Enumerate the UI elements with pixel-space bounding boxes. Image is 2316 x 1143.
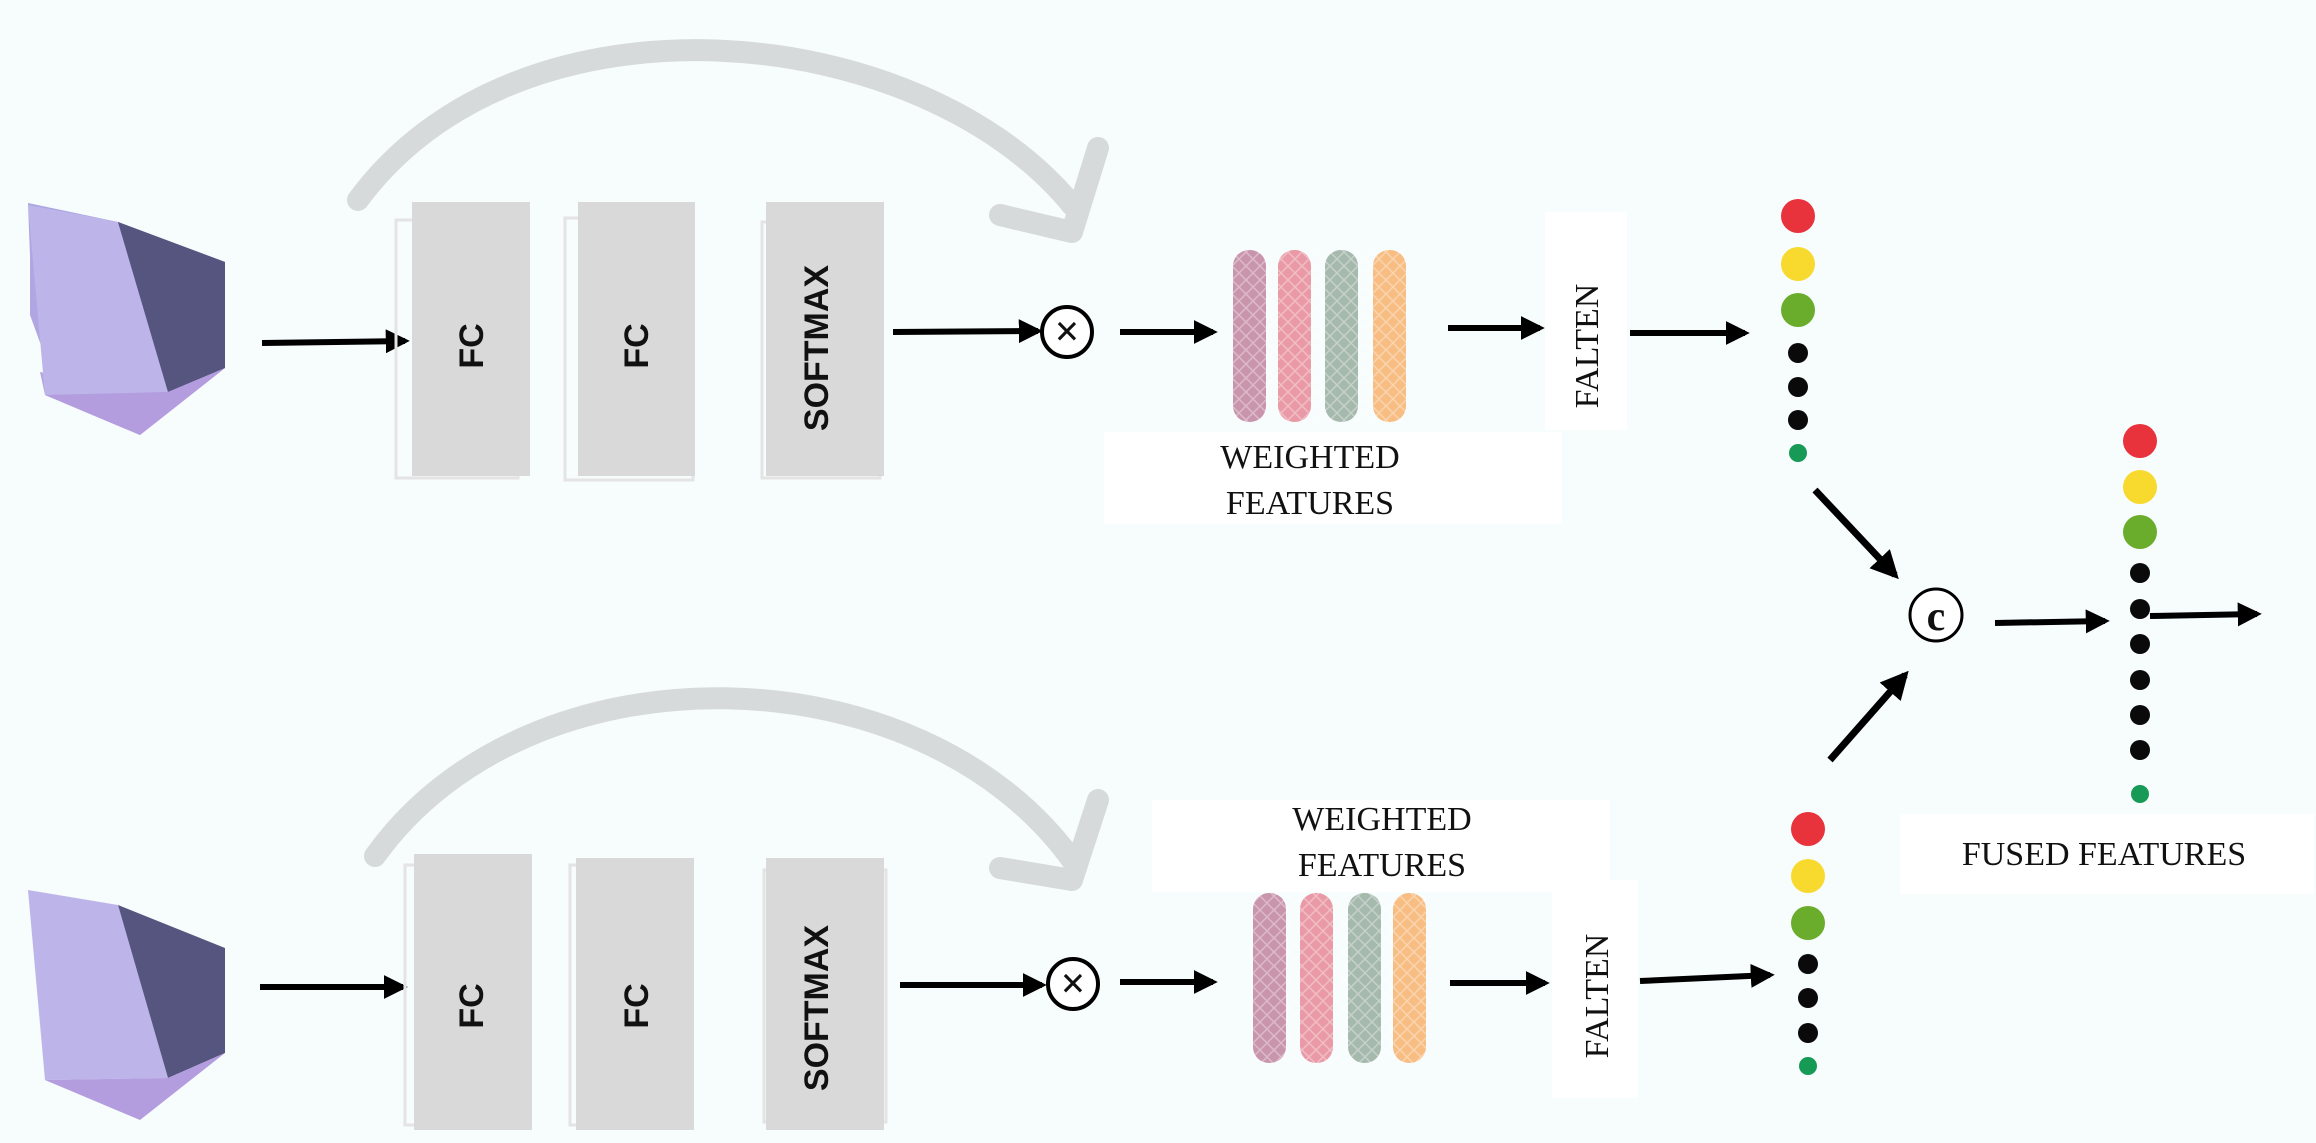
vector-dot-red [1791,812,1825,846]
vector-dot-green [1791,906,1825,940]
softmax-layer-label: SOFTMAX [798,925,836,1092]
fc-layer-1: FC [394,202,530,480]
flattened-vector-bottom [1791,812,1825,1075]
vector-dot-black [1798,988,1818,1008]
cube-lower-face [45,1053,225,1120]
residual-arc [364,687,1083,871]
multiply-symbol: × [1060,959,1085,1008]
multiply-operator-icon: × [1046,957,1100,1011]
weighted-features-bars [1233,250,1406,422]
concat-operator-icon: c [1908,587,1964,643]
flatten-label: FALTEN [1569,284,1606,409]
flatten-box [1552,880,1638,1098]
weighted-features-label-line1: WEIGHTED [1292,801,1471,838]
weighted-features-label-line2: FEATURES [1226,485,1394,522]
residual-arc-head [989,789,1109,891]
cube-dark-face [118,905,225,1078]
vector-dot-teal [1799,1057,1817,1075]
softmax-layer: SOFTMAX [760,202,884,480]
multiply-symbol: × [1054,307,1079,356]
vector-dot-teal [1789,444,1807,462]
vector-dot-black [2130,670,2150,690]
weighted-features-label-line1: WEIGHTED [1220,439,1399,476]
input-cube-icon [28,203,225,435]
multiply-operator-icon: × [1040,305,1094,359]
arrow-flatten-to-vector [1639,963,1775,988]
fc-layer-2: FC [563,202,695,482]
softmax-layer: SOFTMAX [762,858,888,1130]
fc-layer-1-label: FC [453,983,491,1028]
vector-dot-green [1781,293,1815,327]
vector-dot-black [2130,599,2150,619]
weighted-features-label-line2: FEATURES [1298,847,1466,884]
fused-feature-vector [2123,424,2157,803]
residual-arc-head [989,137,1109,243]
cube-dark-face [118,222,225,392]
vector-dot-yellow [1791,859,1825,893]
vector-dot-black [1788,410,1808,430]
input-cube-icon [28,890,225,1120]
fused-features-label: FUSED FEATURES [1962,836,2246,873]
weighted-features-bars [1253,893,1426,1063]
arrow-output [2149,602,2262,627]
fc-layer-2-label: FC [618,983,656,1028]
cube-front-face [28,890,168,1080]
vector-dot-teal [2131,785,2149,803]
weighted-features-label-box [1104,432,1562,524]
vector-dot-black [2130,740,2150,760]
vector-dot-black [1788,377,1808,397]
arrow-top-vector-to-concat [1812,487,1899,580]
vector-dot-red [2123,424,2157,458]
vector-dot-yellow [2123,470,2157,504]
fc-layer-1-label: FC [453,323,491,368]
weighted-features-label-box [1152,800,1610,892]
arrow-input-to-fc [261,329,410,354]
fused-features-label-box [1900,814,2314,894]
vector-dot-black [2130,634,2150,654]
vector-dot-black [1798,1023,1818,1043]
vector-dot-black [2130,563,2150,583]
arrow-bottom-vector-to-concat [1827,670,1909,763]
flatten-box [1545,212,1627,430]
flatten-label: FALTEN [1579,934,1616,1059]
flattened-vector-top [1781,199,1815,462]
arrow-softmax-to-multiply [892,319,1043,344]
branch-top: FC FC SOFTMAX × WEIGHTED FEATURES [28,39,1815,524]
vector-dot-black [2130,705,2150,725]
fc-layer-2-label: FC [618,323,656,368]
vector-dot-yellow [1781,247,1815,281]
fusion-stage: c FUSED FEATURES [1812,424,2314,894]
arrow-concat-to-fused [1994,609,2110,634]
vector-dot-red [1781,199,1815,233]
fc-layer-2: FC [568,858,694,1130]
residual-arc [347,39,1083,216]
cube-front-face [28,205,168,395]
softmax-layer-label: SOFTMAX [798,265,836,432]
fc-layer-1: FC [403,854,532,1130]
cube-lower-face [45,368,225,435]
vector-dot-black [1788,343,1808,363]
vector-dot-green [2123,515,2157,549]
concat-symbol: c [1927,594,1946,640]
vector-dot-black [1798,954,1818,974]
branch-bottom: FC FC SOFTMAX × WEIGHTED FEATURES [28,687,1825,1130]
